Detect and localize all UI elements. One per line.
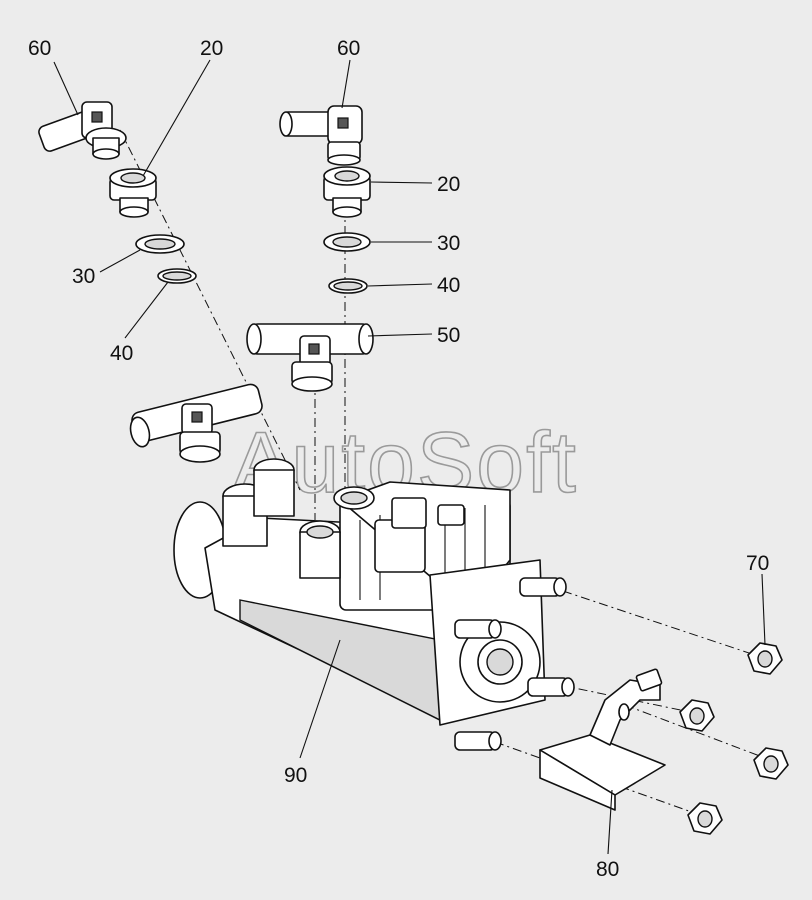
- callout-40-right: 40: [437, 274, 460, 297]
- callout-60-left: 60: [28, 37, 51, 60]
- bracket-80: [539, 668, 666, 811]
- callout-30-right: 30: [437, 232, 460, 255]
- elbow-fitting-right: [279, 105, 363, 166]
- hex-bushing-right: [323, 166, 371, 218]
- callout-labels: 60 20 30 40 60 20 30 40 50 70 80 90: [28, 37, 769, 881]
- mounting-studs: [454, 577, 575, 751]
- callout-40-left: 40: [110, 342, 133, 365]
- callout-20-left: 20: [200, 37, 223, 60]
- t-fitting-50: [246, 323, 374, 392]
- callout-50: 50: [437, 324, 460, 347]
- callout-60-right: 60: [337, 37, 360, 60]
- callout-70: 70: [746, 552, 769, 575]
- flange-nuts-70: [679, 642, 789, 835]
- hex-bushing-left: [109, 168, 157, 218]
- valve-body-90: [173, 458, 575, 751]
- callout-80: 80: [596, 858, 619, 881]
- connector: [391, 497, 427, 529]
- leader-lines: [53, 59, 766, 855]
- callout-20-right: 20: [437, 173, 460, 196]
- elbow-fitting-left: [38, 101, 127, 160]
- t-fitting-left: [129, 383, 263, 463]
- callout-90: 90: [284, 764, 307, 787]
- callout-30-left: 30: [72, 265, 95, 288]
